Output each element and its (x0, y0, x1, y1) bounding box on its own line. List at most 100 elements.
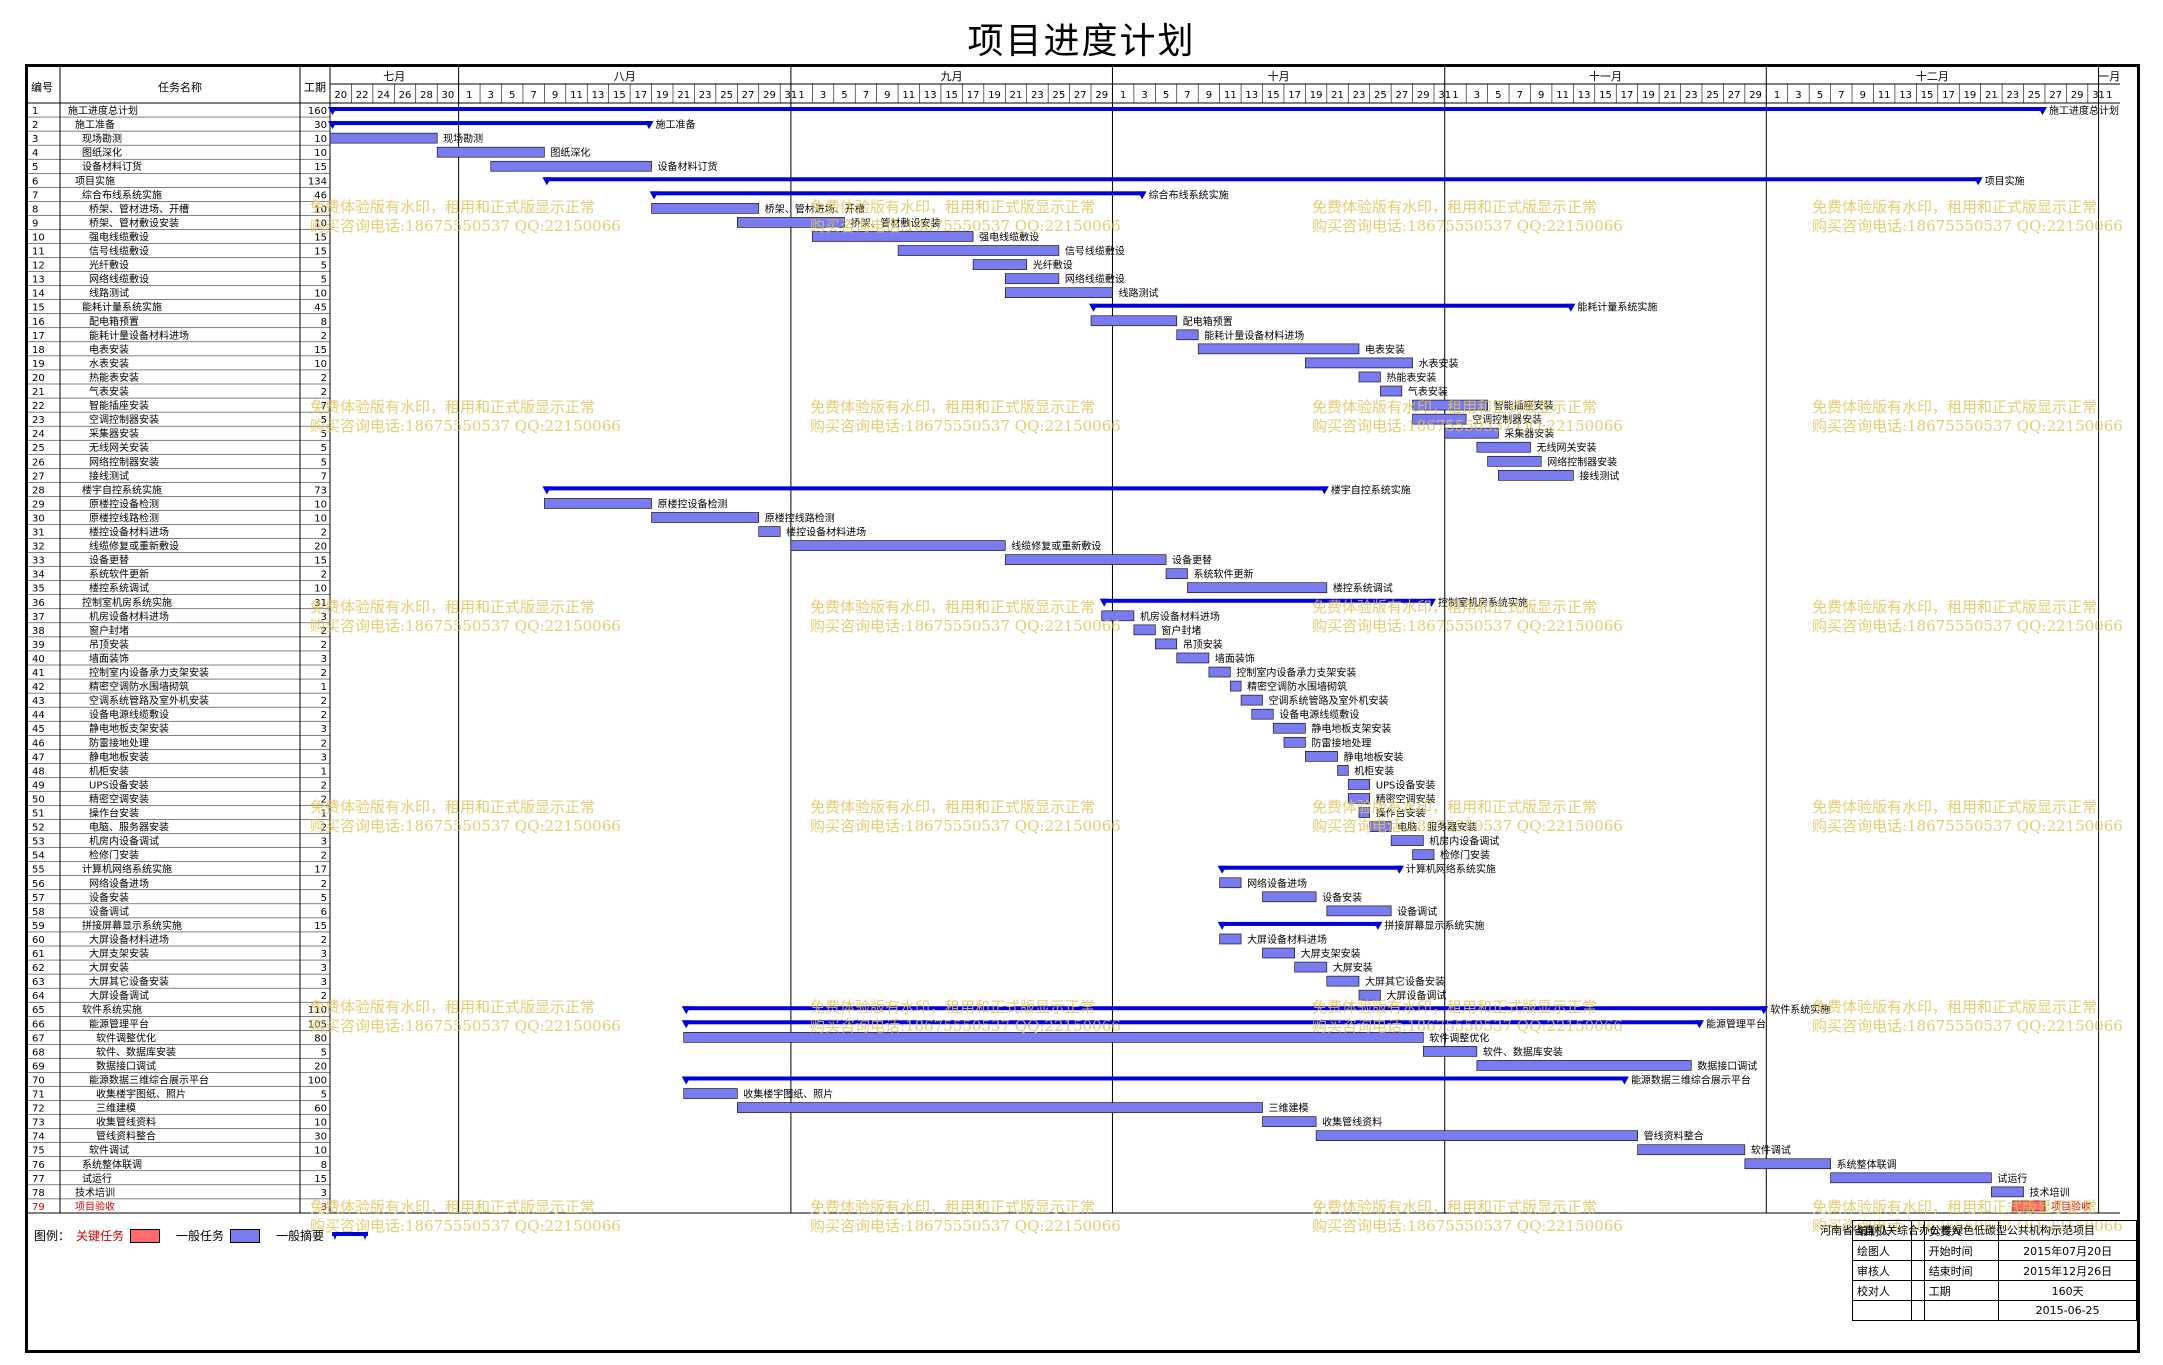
bar-label: 拼接屏幕显示系统实施 (1384, 919, 1484, 932)
task-bar (1637, 1144, 1746, 1156)
task-id: 74 (32, 1132, 45, 1143)
task-name: 大屏其它设备安装 (89, 975, 169, 988)
day-label: 25 (720, 90, 733, 101)
task-duration: 15 (314, 1174, 327, 1185)
day-label: 27 (1728, 90, 1741, 101)
task-bar (490, 160, 652, 172)
bar-label: 墙面装饰 (1215, 652, 1255, 665)
task-duration: 5 (321, 1047, 327, 1058)
task-bar (1155, 638, 1178, 650)
bar-label: 设备更替 (1172, 554, 1212, 567)
task-duration: 10 (314, 148, 327, 159)
bar-label: 项目验收 (2051, 1200, 2091, 1213)
task-duration: 10 (314, 289, 327, 300)
task-bar (1830, 1172, 1992, 1184)
summary-bar (683, 1006, 1767, 1011)
task-duration: 20 (314, 1061, 327, 1072)
task-id: 51 (32, 809, 45, 820)
info-cell-v1 (1911, 1280, 1925, 1301)
bar-label: 精密空调安装 (1376, 792, 1436, 805)
task-name: 拼接屏幕显示系统实施 (82, 919, 182, 932)
task-duration: 3 (321, 654, 327, 665)
day-label: 5 (1163, 90, 1169, 101)
bar-label: 能源数据三维综合展示平台 (1631, 1073, 1751, 1086)
task-name: 机柜安装 (89, 764, 129, 777)
task-duration: 2 (321, 528, 327, 539)
task-bar (1197, 343, 1360, 355)
day-label: 11 (1878, 90, 1891, 101)
task-name: 收集管线资料 (96, 1116, 156, 1129)
task-bar (1294, 961, 1328, 973)
task-bar (1101, 610, 1135, 622)
day-label: 1 (2106, 90, 2112, 101)
task-id: 64 (32, 991, 45, 1002)
day-label: 3 (1141, 90, 1147, 101)
task-bar (1004, 273, 1060, 284)
task-bar (683, 1032, 1424, 1043)
task-bar (329, 132, 438, 144)
task-id: 59 (32, 921, 45, 932)
task-duration: 17 (314, 865, 327, 876)
task-duration: 105 (308, 1019, 327, 1030)
task-name: 计算机网络系统实施 (82, 863, 172, 876)
day-label: 7 (530, 90, 536, 101)
info-cell-v2: 2015年07月20日 (1998, 1240, 2137, 1261)
task-name: 机房内设备调试 (89, 835, 159, 848)
task-duration: 15 (314, 162, 327, 173)
task-id: 26 (32, 457, 45, 468)
task-id: 7 (32, 190, 38, 201)
day-label: 13 (924, 90, 937, 101)
bar-label: 系统软件更新 (1193, 568, 1253, 581)
bar-label: 光纤敷设 (1033, 259, 1073, 272)
task-bar (1476, 441, 1531, 453)
task-bar (1230, 680, 1242, 692)
summary-bar (544, 177, 1981, 182)
task-id: 55 (32, 865, 45, 876)
task-id: 30 (32, 513, 45, 524)
task-id: 9 (32, 218, 38, 229)
summary-start-marker (1099, 598, 1109, 607)
task-name: 原楼控设备检测 (89, 497, 159, 510)
task-id: 53 (32, 837, 45, 848)
task-name: 网络设备进场 (89, 877, 149, 890)
bar-label: 静电地板安装 (1344, 750, 1404, 763)
task-id: 18 (32, 345, 45, 356)
task-duration: 10 (314, 218, 327, 229)
task-id: 72 (32, 1104, 45, 1115)
task-duration: 2 (321, 780, 327, 791)
day-label: 13 (1578, 90, 1591, 101)
bar-label: 数据接口调试 (1697, 1059, 1757, 1072)
legend-critical-swatch (130, 1228, 161, 1243)
task-id: 61 (32, 949, 45, 960)
task-duration: 20 (314, 542, 327, 553)
task-bar (1208, 666, 1231, 678)
task-id: 2 (32, 120, 38, 131)
task-bar (1176, 329, 1199, 341)
task-duration: 30 (314, 120, 327, 131)
day-label: 1 (1452, 90, 1458, 101)
summary-end-marker (1566, 303, 1576, 312)
task-bar (1305, 751, 1338, 762)
task-duration: 7 (321, 401, 327, 412)
task-id: 41 (32, 668, 45, 679)
day-label: 19 (1964, 90, 1977, 101)
task-name: 项目实施 (75, 174, 115, 187)
info-cell-k1: 校对人 (1851, 1280, 1913, 1301)
bar-label: 能耗计量设备材料进场 (1204, 329, 1304, 342)
bar-label: 网络控制器安装 (1547, 455, 1617, 468)
task-name: 静电地板安装 (89, 750, 149, 763)
task-name: 软件、数据库安装 (96, 1045, 176, 1058)
info-cell-k1: 审核人 (1851, 1260, 1913, 1281)
bar-label: 原楼控线路检测 (765, 511, 835, 524)
task-bar (544, 498, 652, 509)
day-label: 27 (1395, 90, 1408, 101)
bar-label: 气表安装 (1408, 385, 1448, 398)
summary-bar (651, 191, 1145, 196)
day-label: 19 (1310, 90, 1323, 101)
task-duration: 10 (314, 513, 327, 524)
bar-label: 大屏其它设备安装 (1365, 975, 1445, 988)
task-duration: 5 (321, 275, 327, 286)
bar-label: 空调系统管路及室外机安装 (1269, 694, 1389, 707)
